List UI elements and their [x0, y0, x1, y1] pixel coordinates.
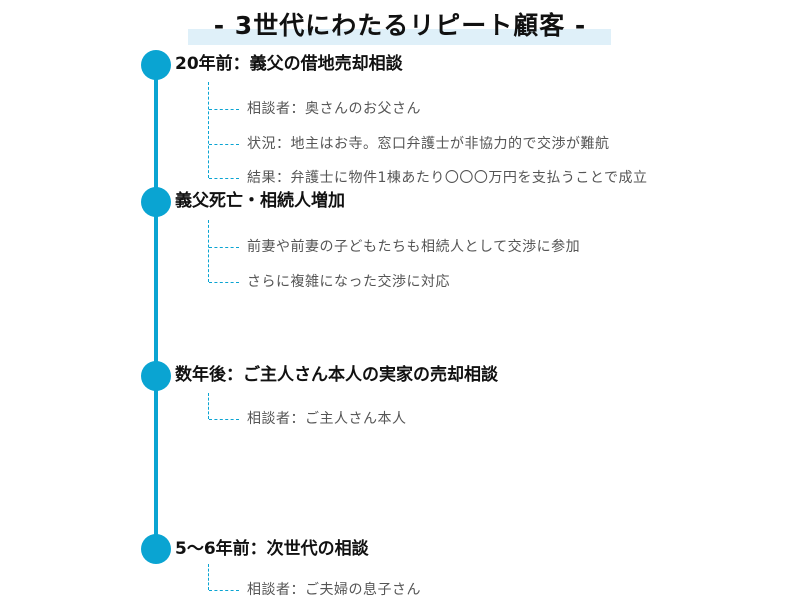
connector-branch [209, 178, 239, 179]
connector-branch [209, 590, 239, 591]
event-detail: さらに複雑になった交渉に対応 [247, 274, 450, 290]
page-title: - 3世代にわたるリピート顧客 - [213, 11, 587, 40]
connector-branch [209, 109, 239, 110]
event-detail: 相談者：ご夫婦の息子さん [247, 582, 421, 598]
event-heading: 5〜6年前：次世代の相談 [175, 539, 369, 559]
timeline-marker [141, 50, 171, 80]
event-detail: 状況：地主はお寺。窓口弁護士が非協力的で交渉が難航 [247, 136, 610, 152]
timeline-marker [141, 361, 171, 391]
event-detail: 前妻や前妻の子どもたちも相続人として交渉に参加 [247, 239, 581, 255]
connector-branch [209, 144, 239, 145]
connector-branch [209, 282, 239, 283]
connector-branch [209, 419, 239, 420]
title-highlight [188, 29, 611, 45]
connector-branch [209, 247, 239, 248]
timeline-marker [141, 187, 171, 217]
connector-line [208, 82, 209, 178]
event-heading: 数年後：ご主人さん本人の実家の売却相談 [175, 365, 498, 385]
connector-line [208, 564, 209, 590]
timeline-marker [141, 534, 171, 564]
timeline-line [154, 65, 158, 555]
event-detail: 相談者：奥さんのお父さん [247, 101, 421, 117]
connector-line [208, 220, 209, 282]
event-heading: 義父死亡・相続人増加 [175, 191, 345, 211]
connector-line [208, 393, 209, 419]
event-heading: 20年前：義父の借地売却相談 [175, 54, 403, 74]
event-detail: 結果：弁護士に物件1棟あたり〇〇〇万円を支払うことで成立 [247, 170, 648, 186]
event-detail: 相談者：ご主人さん本人 [247, 411, 407, 427]
